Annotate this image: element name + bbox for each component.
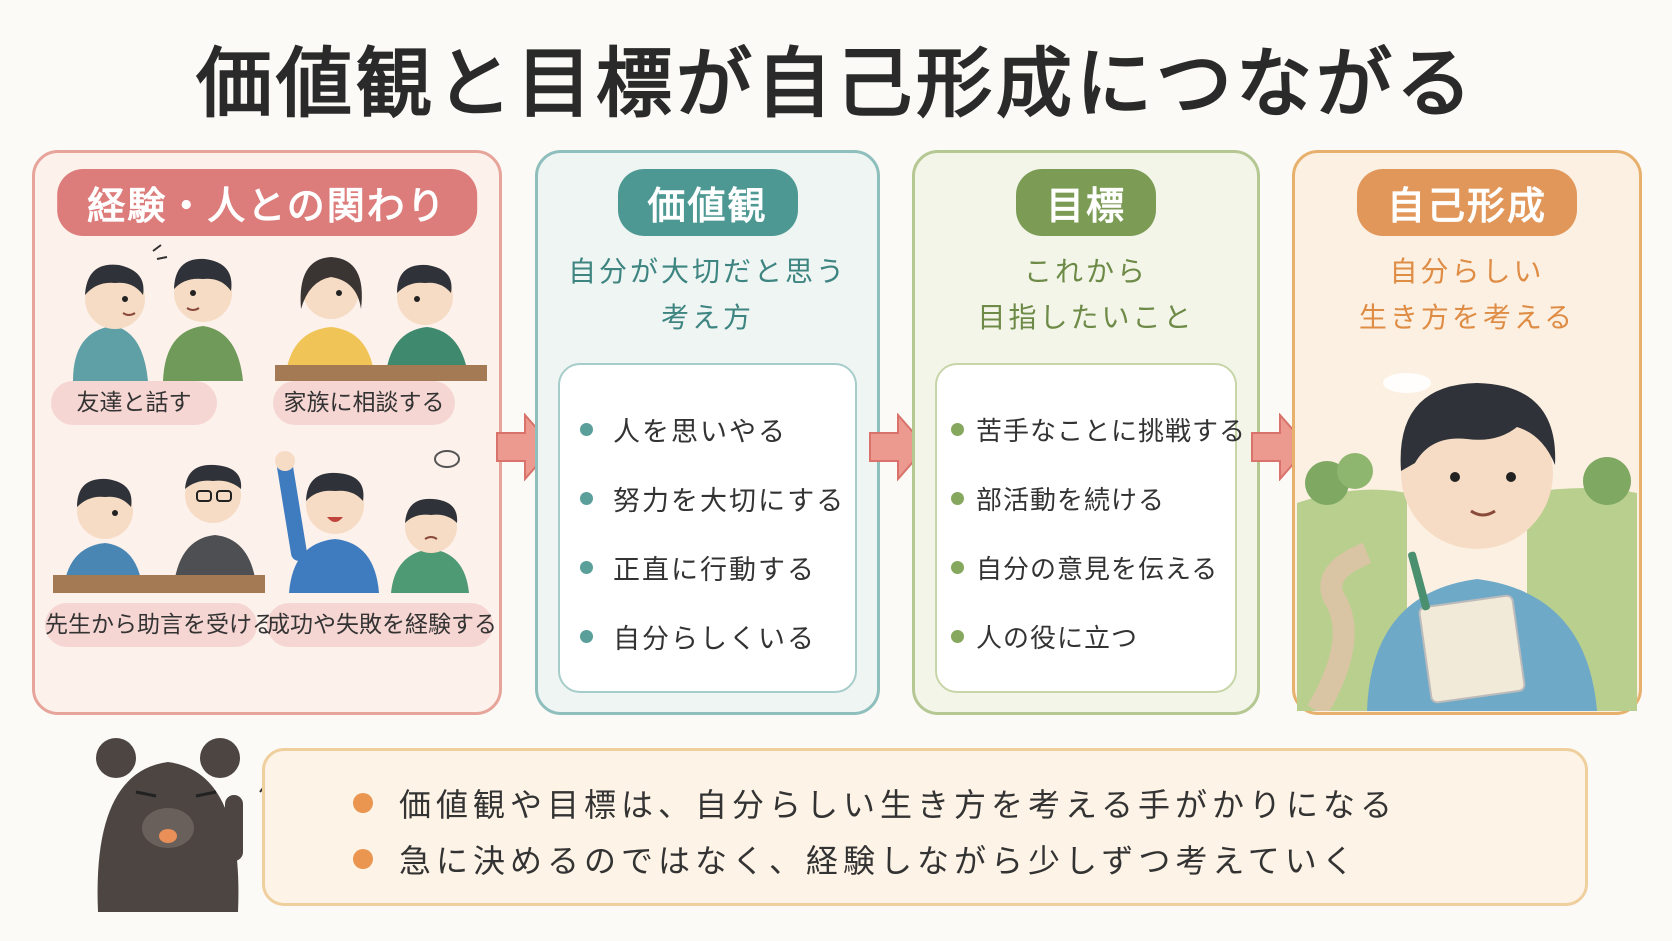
friends-talking-illustration [73, 244, 243, 381]
list-item-label: 自分らしくいる [613, 624, 816, 655]
list-item-label: 人を思いやる [613, 417, 787, 448]
scene-caption: 成功や失敗を経験する [267, 603, 497, 647]
values-subtitle-line: 自分が大切だと思う [567, 255, 847, 288]
teacher-advice-illustration [53, 464, 265, 593]
values-panel: 価値観 自分が大切だと思う 考え方 人を思いやる 努力を大切にする 正直に行動す… [535, 150, 880, 715]
goals-panel: 目標 これから 目指したいこと 苦手なことに挑戦する 部活動を続ける 自分の意見… [912, 150, 1260, 715]
bullet-dot [580, 630, 593, 643]
list-item: 苦手なことに挑戦する [951, 395, 1245, 464]
bullet-dot [951, 423, 964, 436]
list-item-label: 苦手なことに挑戦する [976, 417, 1247, 447]
list-item: 自分らしくいる [580, 602, 855, 671]
self-formation-heading: 自己形成 [1356, 169, 1578, 236]
list-item-label: 人の役に立つ [976, 624, 1139, 654]
goals-subtitle: これから 目指したいこと [915, 249, 1257, 341]
self-formation-subtitle-line: 自分らしい [1389, 255, 1545, 288]
values-heading: 価値観 [617, 169, 798, 236]
scene-caption: 先生から助言を受ける [45, 603, 275, 647]
values-subtitle-line: 考え方 [660, 301, 754, 334]
bullet-dot [580, 423, 593, 436]
list-item-label: 正直に行動する [613, 555, 816, 586]
goals-subtitle-line: 目指したいこと [977, 301, 1195, 334]
goals-subtitle-line: これから [1023, 255, 1148, 288]
list-item: 人の役に立つ [951, 602, 1235, 671]
values-subtitle: 自分が大切だと思う 考え方 [538, 249, 877, 341]
note-text: 価値観や目標は、自分らしい生き方を考える手がかりになる [399, 786, 1398, 824]
success-failure-illustration [275, 450, 469, 593]
experience-panel: 経験・人との関わり 友達と話す 家族に相談する [32, 150, 502, 715]
list-item-label: 努力を大切にする [613, 486, 846, 517]
list-item: 努力を大切にする [580, 464, 855, 533]
boy-with-notebook-illustration [1297, 373, 1637, 711]
scene-caption: 友達と話す [51, 381, 217, 425]
bullet-dot [951, 492, 964, 505]
bullet-dot [951, 561, 964, 574]
note-item: 価値観や目標は、自分らしい生き方を考える手がかりになる [353, 775, 1585, 831]
list-item: 部活動を続ける [951, 464, 1235, 533]
note-item: 急に決めるのではなく、経験しながら少しずつ考えていく [353, 831, 1585, 887]
note-text: 急に決めるのではなく、経験しながら少しずつ考えていく [399, 842, 1359, 880]
list-item: 正直に行動する [580, 533, 855, 602]
scene-caption: 家族に相談する [273, 381, 455, 425]
goals-heading: 目標 [1015, 169, 1157, 236]
bullet-dot [580, 561, 593, 574]
bear-mascot-illustration [96, 738, 270, 912]
self-formation-subtitle: 自分らしい 生き方を考える [1295, 249, 1639, 341]
self-formation-panel: 自己形成 自分らしい 生き方を考える [1292, 150, 1642, 715]
bullet-dot [580, 492, 593, 505]
summary-note: 価値観や目標は、自分らしい生き方を考える手がかりになる 急に決めるのではなく、経… [262, 748, 1588, 906]
self-formation-subtitle-line: 生き方を考える [1358, 301, 1576, 334]
family-consult-illustration [275, 257, 487, 381]
page-title: 価値観と目標が自己形成につながる [196, 39, 1476, 128]
list-item: 自分の意見を伝える [951, 533, 1235, 602]
bullet-dot [951, 630, 964, 643]
goals-list-box: 苦手なことに挑戦する 部活動を続ける 自分の意見を伝える 人の役に立つ [935, 363, 1245, 693]
experience-heading: 経験・人との関わり [57, 169, 477, 236]
list-item-label: 部活動を続ける [976, 486, 1166, 516]
list-item-label: 自分の意見を伝える [976, 555, 1219, 585]
list-item: 人を思いやる [580, 395, 855, 464]
bullet-dot [353, 849, 373, 869]
values-list-box: 人を思いやる 努力を大切にする 正直に行動する 自分らしくいる [558, 363, 857, 693]
bullet-dot [353, 793, 373, 813]
